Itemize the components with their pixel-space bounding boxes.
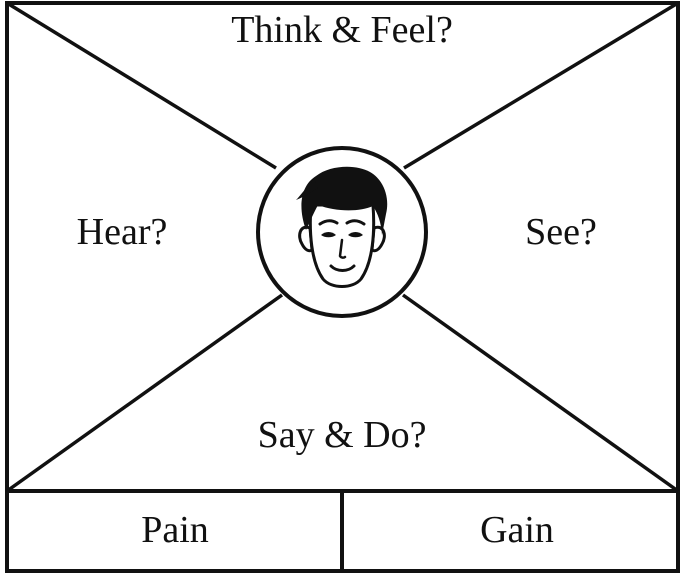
gain-label: Gain [480, 509, 554, 551]
diagonal-top-right [403, 1, 679, 170]
diagonal-bottom-left [5, 293, 284, 493]
face-avatar-icon [296, 166, 388, 288]
see-label: See? [525, 211, 597, 253]
say-do-label: Say & Do? [257, 414, 427, 456]
diagonal-top-left [6, 1, 277, 170]
hear-label: Hear? [76, 211, 168, 253]
think-feel-label: Think & Feel? [231, 9, 453, 51]
diagonal-bottom-right [401, 293, 680, 493]
pain-label: Pain [141, 509, 209, 551]
